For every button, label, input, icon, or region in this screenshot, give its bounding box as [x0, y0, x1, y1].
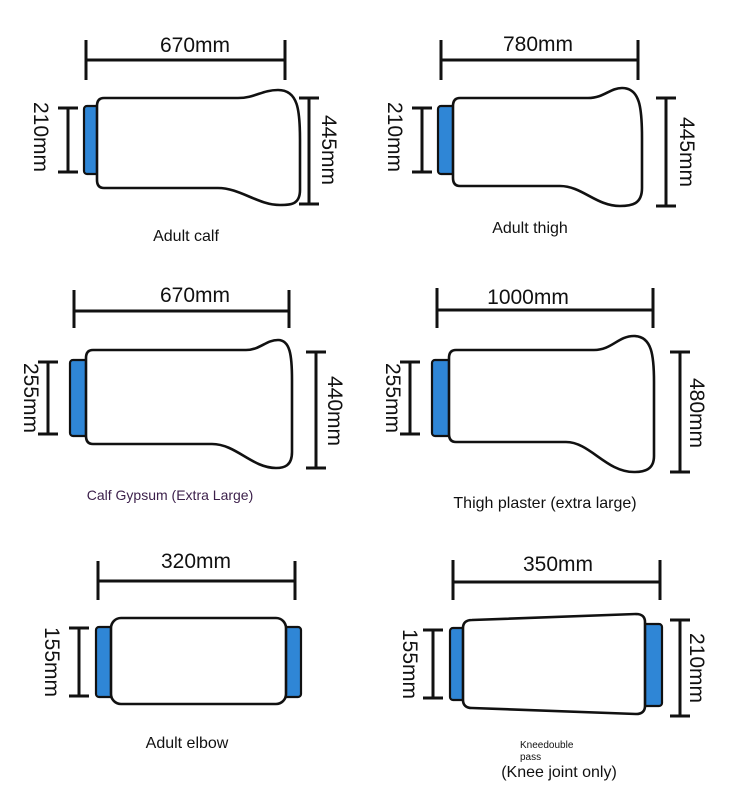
caption-line-2: pass	[520, 752, 541, 763]
left-height-dimension	[69, 626, 89, 698]
width-dimension	[435, 288, 655, 328]
length-label: 1000mm	[487, 286, 569, 309]
panel-adult-calf: 670mm 210mm 445mm Adult calf	[29, 34, 340, 245]
width-dimension	[439, 40, 640, 80]
length-label: 320mm	[161, 550, 231, 573]
caption: Adult calf	[153, 228, 219, 245]
right-height-dimension	[299, 96, 319, 206]
right-height-label: 480mm	[685, 378, 708, 448]
left-height-label: 155mm	[40, 627, 63, 697]
width-dimension	[72, 290, 291, 328]
left-height-label: 255mm	[19, 363, 42, 433]
right-height-label: 445mm	[317, 115, 340, 185]
length-label: 670mm	[160, 284, 230, 307]
left-height-label: 155mm	[398, 629, 421, 699]
width-dimension	[96, 561, 297, 600]
caption-line-1: Kneedouble	[520, 740, 574, 751]
left-height-dimension	[423, 628, 443, 700]
right-height-dimension	[670, 350, 690, 474]
width-dimension	[451, 560, 662, 600]
cast-cover-body	[84, 338, 294, 470]
length-label: 350mm	[523, 553, 593, 576]
cast-cover-body	[461, 612, 647, 716]
left-height-label: 210mm	[383, 102, 406, 172]
left-height-dimension	[400, 360, 420, 436]
panel-adult-thigh: 780mm 210mm 445mm Adult thigh	[383, 33, 698, 237]
width-dimension	[84, 40, 287, 80]
caption: Calf Gypsum (Extra Large)	[87, 487, 254, 503]
cast-cover-body	[95, 88, 302, 207]
panel-adult-elbow: 320mm 155mm Adult elbow	[40, 550, 303, 752]
right-height-label: 440mm	[323, 376, 346, 446]
length-label: 670mm	[160, 34, 230, 57]
caption: Thigh plaster (extra large)	[453, 495, 636, 512]
length-label: 780mm	[503, 33, 573, 56]
panel-knee-double-pass: 350mm 155mm 210mm Kneedouble pass (Knee …	[398, 553, 708, 781]
cast-cover-body	[109, 616, 288, 706]
caption: Adult elbow	[146, 735, 229, 752]
caption: Adult thigh	[492, 220, 568, 237]
left-height-label: 255mm	[381, 363, 404, 433]
right-height-dimension	[656, 96, 676, 208]
cast-cover-body	[447, 334, 656, 474]
right-height-label: 445mm	[675, 117, 698, 187]
caption-line-3: (Knee joint only)	[501, 764, 617, 781]
right-height-label: 210mm	[685, 633, 708, 703]
left-height-dimension	[38, 360, 58, 436]
left-height-label: 210mm	[29, 102, 52, 172]
right-height-dimension	[306, 350, 326, 470]
left-height-dimension	[412, 106, 432, 174]
cast-cover-body	[451, 86, 644, 208]
left-height-dimension	[58, 106, 78, 174]
right-height-dimension	[670, 618, 690, 718]
panel-thigh-plaster-xl: 1000mm 255mm 480mm Thigh plaster (extra …	[381, 286, 708, 512]
panel-calf-gypsum-xl: 670mm 255mm 440mm Calf Gypsum (Extra Lar…	[19, 284, 346, 503]
